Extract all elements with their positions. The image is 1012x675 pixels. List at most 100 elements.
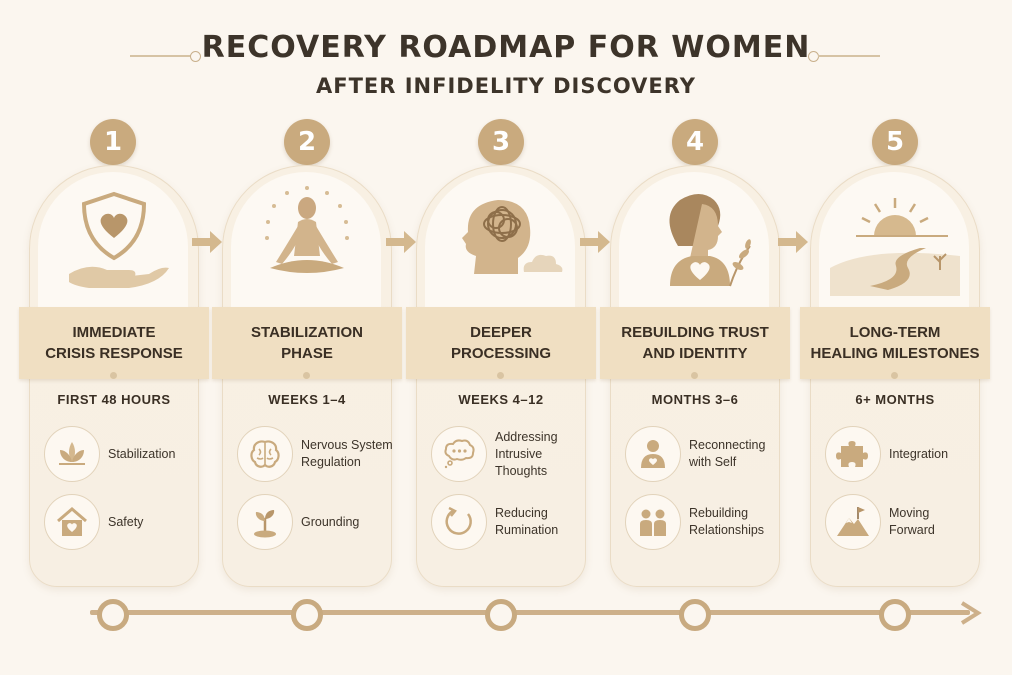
- stage-2-item-2-label: Grounding: [301, 494, 393, 550]
- stage-3-item-2-label: Reducing Rumination: [495, 494, 587, 550]
- timeline-node-3: [485, 599, 517, 631]
- stage-4-number-badge: 4: [672, 119, 718, 165]
- title-decoration-left-dot: [190, 51, 201, 62]
- stage-4-item-2-line1: Rebuilding: [689, 506, 749, 520]
- stage-5-item-2-line1: Moving: [889, 506, 930, 520]
- stage-4-item-2: Rebuilding Relationships: [625, 494, 775, 550]
- page-subtitle: AFTER INFIDELITY DISCOVERY: [315, 74, 696, 98]
- stage-1-item-2: Safety: [44, 494, 194, 550]
- person-heart-icon: [625, 426, 681, 482]
- stage-1-item-2-label: Safety: [108, 494, 200, 550]
- stage-5-period: 6+ MONTHS: [855, 392, 935, 407]
- stage-2-card: STABILIZATION PHASE WEEKS 1–4 Nervous Sy…: [212, 165, 402, 587]
- stage-3-item-2-line1: Reducing: [495, 506, 548, 520]
- stage-1-title-banner: IMMEDIATE CRISIS RESPONSE: [19, 307, 209, 379]
- stage-5-item-2: Moving Forward: [825, 494, 975, 550]
- thought-bubble-icon: [431, 426, 487, 482]
- stage-3-item-2-line2: Rumination: [495, 523, 559, 537]
- stage-1-item-1-label: Stabilization: [108, 426, 200, 482]
- stage-4-title-line1: REBUILDING TRUST: [621, 324, 769, 341]
- stage-5-item-1-line1: Integration: [889, 446, 949, 461]
- stage-1-number-badge: 1: [90, 119, 136, 165]
- stage-3-title-line2: PROCESSING: [450, 345, 552, 362]
- timeline-node-5: [879, 599, 911, 631]
- stage-2-item-1: Nervous System Regulation: [237, 426, 393, 482]
- title-decoration-right-line: [818, 55, 880, 57]
- arrow-right-icon: [192, 231, 222, 253]
- arrow-right-icon: [778, 231, 808, 253]
- sprout-icon: [237, 494, 293, 550]
- stage-4-item-1: Reconnecting with Self: [625, 426, 775, 482]
- stage-3-number-badge: 3: [478, 119, 524, 165]
- head-tangled-thoughts-icon: [462, 200, 563, 274]
- puzzle-icon: [825, 426, 881, 482]
- stage-2-banner-dot: [303, 372, 310, 379]
- stage-5-item-1: Integration: [825, 426, 975, 482]
- stage-4-title-line2: AND IDENTITY: [642, 345, 748, 362]
- stage-3-title-banner: DEEPER PROCESSING: [406, 307, 596, 379]
- stage-4-item-2-label: Rebuilding Relationships: [689, 494, 781, 550]
- stage-3-item-1: Addressing Intrusive Thoughts: [431, 426, 581, 482]
- stage-1-period: FIRST 48 HOURS: [57, 392, 171, 407]
- stage-1-card: IMMEDIATE CRISIS RESPONSE FIRST 48 HOURS…: [19, 165, 209, 587]
- timeline-arrowhead-icon: [960, 601, 982, 625]
- stage-3-banner-dot: [497, 372, 504, 379]
- page-title: RECOVERY ROADMAP FOR WOMEN: [201, 30, 811, 65]
- stage-1-item-2-line1: Safety: [108, 514, 144, 529]
- stage-4-title-banner: REBUILDING TRUST AND IDENTITY: [600, 307, 790, 379]
- brain-icon: [237, 426, 293, 482]
- stage-4-period: MONTHS 3–6: [651, 392, 739, 407]
- stage-2-item-2-line1: Grounding: [301, 514, 360, 529]
- stage-2-title-line2: PHASE: [281, 345, 333, 362]
- stage-2-item-1-line1: Nervous System: [301, 438, 393, 452]
- title-decoration-left-line: [130, 55, 192, 57]
- arrow-right-icon: [580, 231, 610, 253]
- stage-5-title-banner: LONG-TERM HEALING MILESTONES: [800, 307, 990, 379]
- stage-4-item-2-line2: Relationships: [689, 523, 765, 537]
- stage-3-item-1-line1: Addressing: [495, 429, 558, 444]
- stage-5-item-1-label: Integration: [889, 426, 981, 482]
- stage-5-title-line1: LONG-TERM: [849, 324, 941, 341]
- home-heart-icon: [44, 494, 100, 550]
- stage-4-banner-dot: [691, 372, 698, 379]
- timeline-node-1: [97, 599, 129, 631]
- stage-5-banner-dot: [891, 372, 898, 379]
- mountain-flag-icon: [825, 494, 881, 550]
- lotus-icon: [44, 426, 100, 482]
- timeline-node-2: [291, 599, 323, 631]
- stage-5-item-2-line2: Forward: [889, 523, 935, 537]
- stage-1-item-1-line1: Stabilization: [108, 446, 176, 461]
- two-people-icon: [625, 494, 681, 550]
- stage-2-item-1-line2: Regulation: [301, 455, 361, 469]
- stage-4-item-1-line2: with Self: [689, 455, 737, 469]
- stage-3-item-1-label: Addressing Intrusive Thoughts: [495, 426, 587, 482]
- stage-5-item-2-label: Moving Forward: [889, 494, 981, 550]
- stage-2-number-badge: 2: [284, 119, 330, 165]
- stage-2-item-1-label: Nervous System Regulation: [301, 426, 393, 482]
- stage-2-title-banner: STABILIZATION PHASE: [212, 307, 402, 379]
- stage-1-item-1: Stabilization: [44, 426, 194, 482]
- heart-shield-hand-icon: [69, 191, 169, 288]
- stage-5-title-line2: HEALING MILESTONES: [810, 345, 980, 362]
- stage-3-card: DEEPER PROCESSING WEEKS 4–12 Addressing …: [406, 165, 596, 587]
- stage-3-item-2: Reducing Rumination: [431, 494, 581, 550]
- stage-5-card: LONG-TERM HEALING MILESTONES 6+ MONTHS I…: [800, 165, 990, 587]
- sunrise-path-icon: [830, 198, 960, 296]
- timeline-node-4: [679, 599, 711, 631]
- stage-5-number-badge: 5: [872, 119, 918, 165]
- stage-3-item-1-line2: Intrusive Thoughts: [495, 446, 548, 478]
- stage-3-period: WEEKS 4–12: [458, 392, 544, 407]
- stage-1-title-line1: IMMEDIATE: [72, 324, 156, 341]
- circular-arrow-icon: [431, 494, 487, 550]
- arrow-right-icon: [386, 231, 416, 253]
- stage-2-title-line1: STABILIZATION: [251, 324, 363, 341]
- stage-2-item-2: Grounding: [237, 494, 387, 550]
- stage-1-title-line2: CRISIS RESPONSE: [45, 345, 183, 362]
- meditating-woman-icon: [265, 186, 349, 273]
- stage-4-item-1-label: Reconnecting with Self: [689, 426, 781, 482]
- stage-1-banner-dot: [110, 372, 117, 379]
- stage-2-period: WEEKS 1–4: [268, 392, 346, 407]
- stage-3-title-line1: DEEPER: [470, 324, 532, 341]
- timeline-line: [90, 610, 970, 615]
- stage-4-card: REBUILDING TRUST AND IDENTITY MONTHS 3–6…: [600, 165, 790, 587]
